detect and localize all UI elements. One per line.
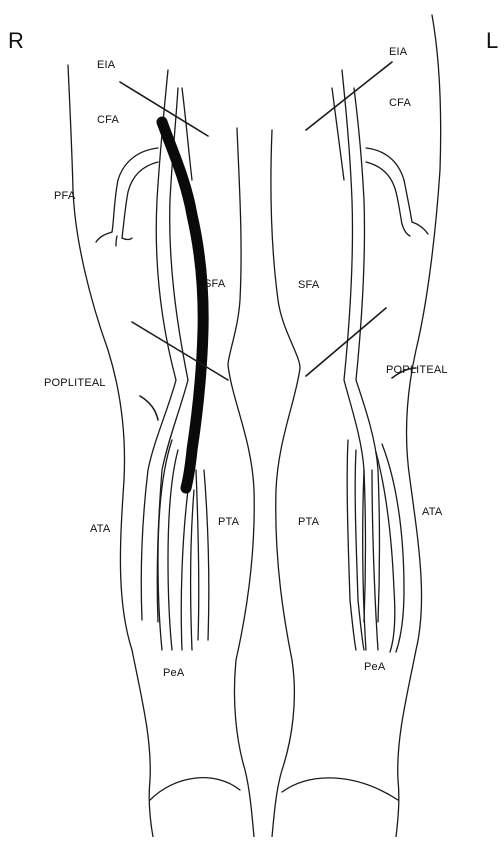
left-artery-wall-lateral <box>354 88 380 622</box>
right-pta-wall-1 <box>196 470 199 640</box>
left-side-marker: L <box>486 28 498 53</box>
right-sfa-occlusion <box>162 122 203 488</box>
left-pfa-twig-2 <box>402 224 410 236</box>
right-pfa-twig-1 <box>96 232 112 242</box>
left-ata-wall-2 <box>382 444 404 652</box>
left-artery-wall-medial <box>342 70 366 622</box>
left-sfa-label: SFA <box>298 279 320 291</box>
left-pta-wall-1 <box>347 440 356 650</box>
right-pfa-branch-lower <box>122 162 158 238</box>
right-leg-inner-contour <box>228 128 254 837</box>
right-pfa-label: PFA <box>54 190 76 202</box>
left-pera-wall-2 <box>372 470 378 650</box>
right-cfa-label: CFA <box>97 114 119 126</box>
right-knee-line <box>132 322 228 380</box>
right-popliteal-marker <box>140 396 158 420</box>
left-popliteal-label: POPLITEAL <box>386 364 448 376</box>
right-pta-label: PTA <box>218 516 240 528</box>
right-sfa-label: SFA <box>204 278 226 290</box>
left-leg-outer-contour <box>396 15 441 837</box>
right-pfa-branch-upper <box>112 148 158 232</box>
left-pfa-branch-lower <box>366 162 402 224</box>
left-inguinal-line <box>306 62 392 130</box>
right-pera-label: PeA <box>163 667 185 679</box>
left-pta-label: PTA <box>298 516 320 528</box>
right-eia-label: EIA <box>97 59 116 71</box>
right-ata-wall-2 <box>168 450 178 650</box>
right-pera-wall-1 <box>181 490 188 650</box>
right-pera-wall-2 <box>191 490 194 650</box>
right-pta-wall-2 <box>204 470 209 640</box>
right-pfa-twig-2 <box>116 236 117 246</box>
right-leg-outer-contour <box>68 65 153 837</box>
right-pfa-twig-3 <box>122 238 132 240</box>
right-ata-label: ATA <box>90 523 111 535</box>
left-cfa-label: CFA <box>389 97 411 109</box>
left-pfa-twig-1 <box>412 222 428 234</box>
right-popliteal-label: POPLITEAL <box>44 377 106 389</box>
left-eia-label: EIA <box>389 46 408 58</box>
right-side-marker: R <box>8 28 24 53</box>
left-ata-label: ATA <box>422 506 443 518</box>
left-pera-label: PeA <box>364 661 386 673</box>
left-leg-inner-contour <box>271 130 300 837</box>
left-pfa-branch-upper <box>366 148 412 222</box>
left-foot-contour <box>282 778 398 800</box>
right-foot-contour <box>150 778 240 800</box>
